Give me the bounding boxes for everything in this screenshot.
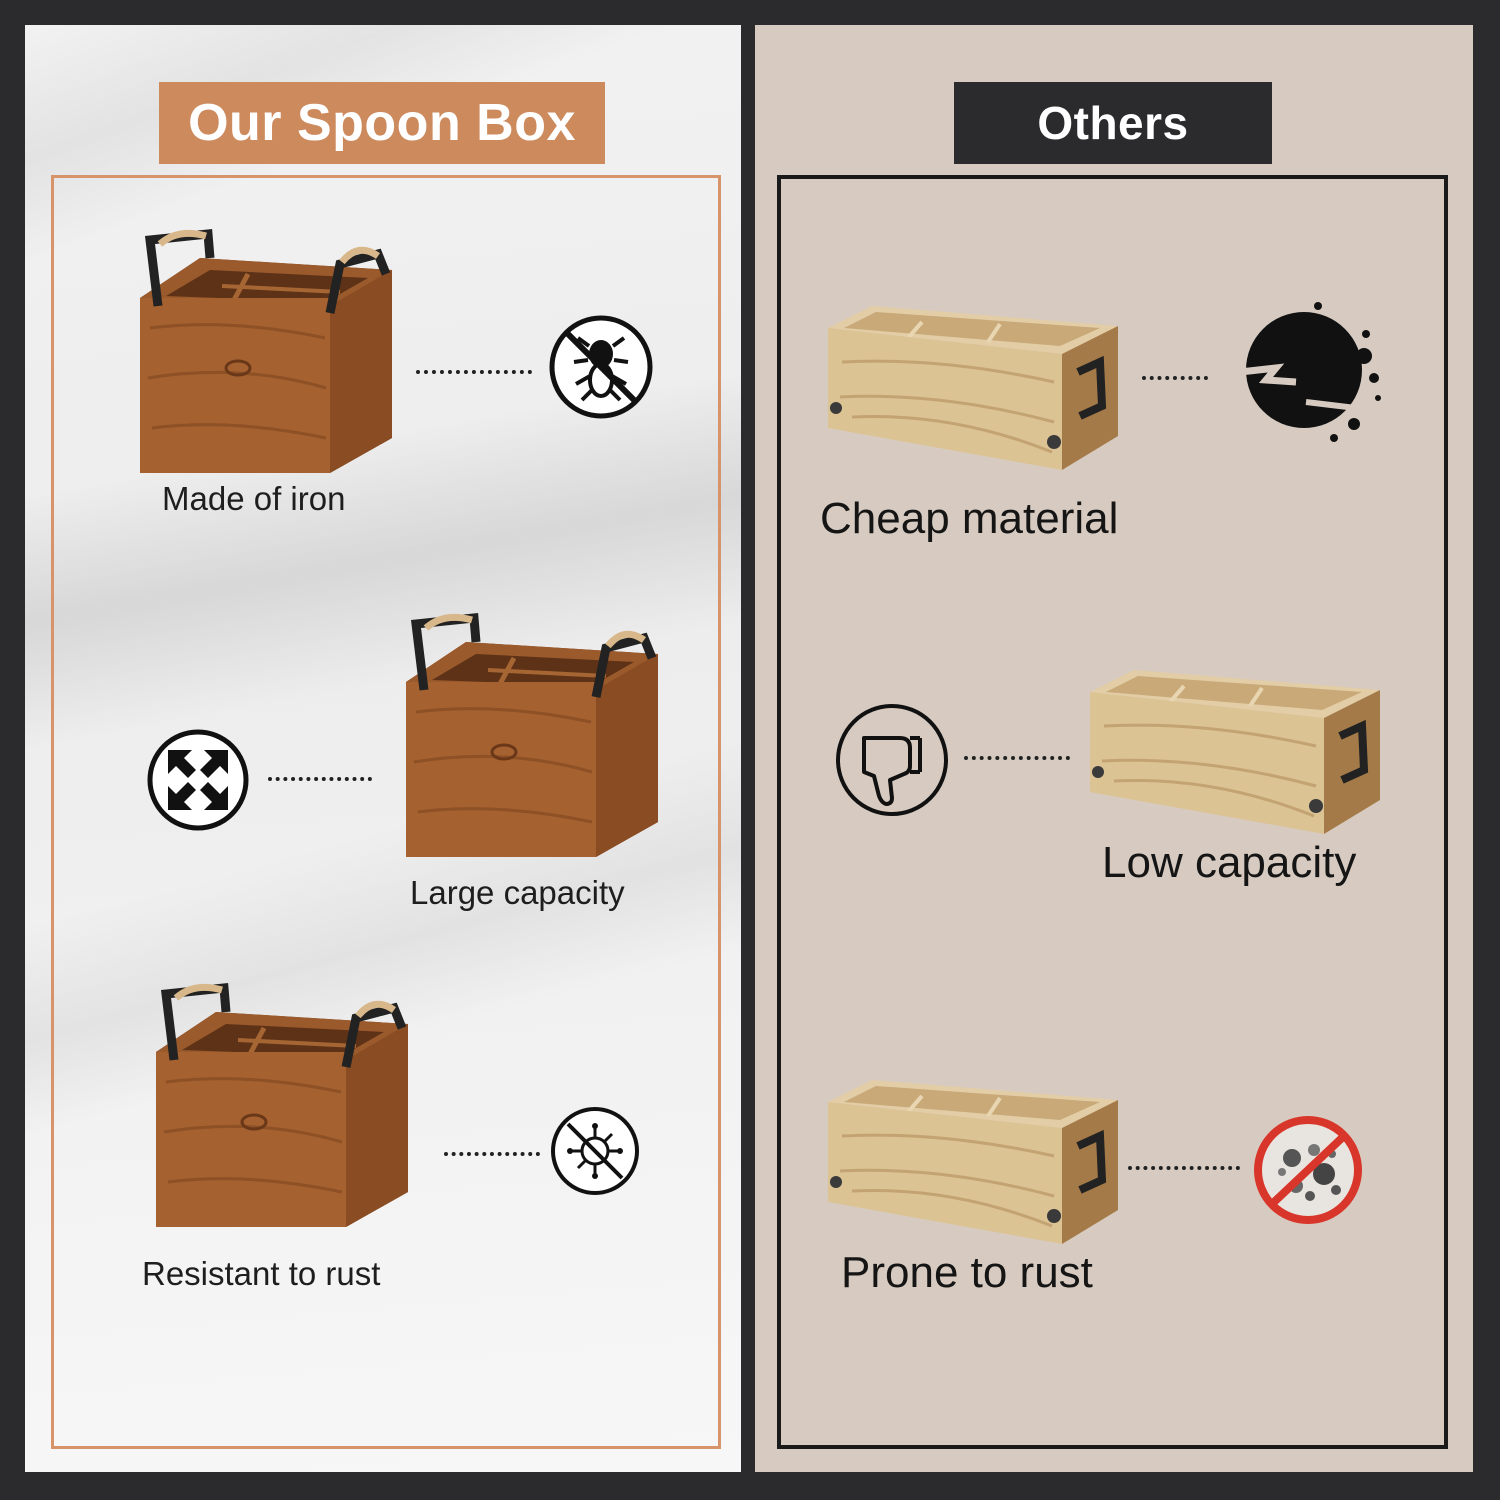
no-germ-icon — [551, 1107, 639, 1195]
connector-dots — [268, 777, 372, 781]
wooden-spoon-box-image — [156, 983, 408, 1227]
connector-dots — [964, 756, 1070, 760]
wooden-spoon-box-image — [406, 613, 658, 857]
thumbs-down-icon — [836, 704, 948, 816]
connector-dots — [416, 370, 532, 374]
ours-frame — [51, 175, 721, 1449]
pine-caddy-box-image — [1090, 670, 1380, 834]
ours-feature-1: Made of iron — [162, 480, 346, 517]
ours-feature-3: Resistant to rust — [142, 1255, 381, 1292]
connector-dots — [444, 1152, 540, 1156]
pine-caddy-box-image — [828, 306, 1118, 470]
others-frame — [777, 175, 1448, 1449]
ink-splatter-icon — [1239, 302, 1381, 442]
others-feature-1: Cheap material — [820, 494, 1119, 543]
wooden-spoon-box-image — [140, 229, 392, 473]
rust-prohibited-icon — [1254, 1116, 1362, 1224]
others-header: Others — [954, 82, 1272, 164]
others-feature-3: Prone to rust — [841, 1248, 1093, 1297]
expand-arrows-icon — [147, 729, 249, 831]
connector-dots — [1142, 376, 1208, 380]
ours-header: Our Spoon Box — [159, 82, 605, 164]
pine-caddy-box-image — [828, 1080, 1118, 1244]
connector-dots — [1128, 1166, 1240, 1170]
ours-feature-2: Large capacity — [410, 874, 625, 911]
no-bug-icon — [549, 315, 653, 419]
others-feature-2: Low capacity — [1102, 838, 1357, 887]
